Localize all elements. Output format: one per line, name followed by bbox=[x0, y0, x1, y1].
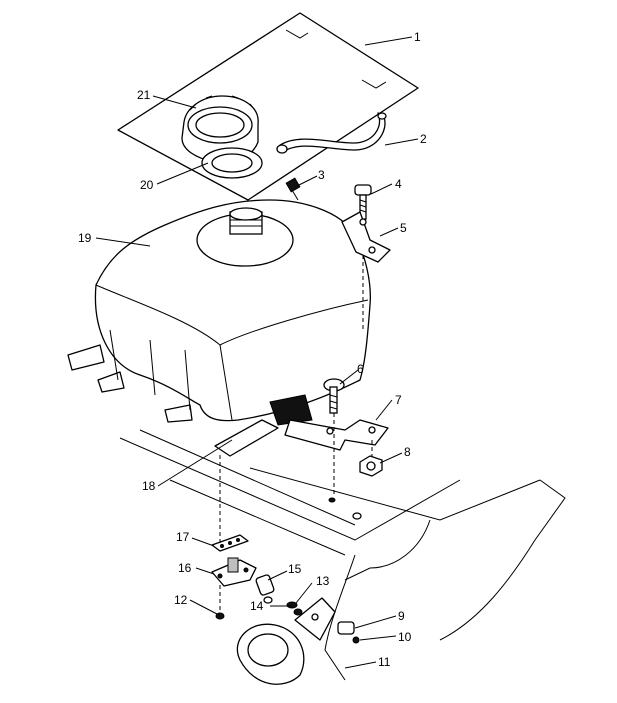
part-9-mount-bracket bbox=[294, 597, 355, 641]
intake-boot bbox=[236, 623, 305, 685]
callout-3: 3 bbox=[318, 168, 325, 182]
part-14-clamps bbox=[286, 601, 303, 616]
part-15-fuel-filter bbox=[255, 574, 275, 604]
leader-lines bbox=[95, 36, 419, 669]
callouts: 1 2 3 4 5 6 7 8 9 10 11 12 13 14 15 16 1… bbox=[78, 30, 427, 669]
callout-16: 16 bbox=[178, 561, 192, 575]
callout-7: 7 bbox=[395, 393, 402, 407]
part-3-vent-fitting bbox=[285, 177, 301, 201]
callout-18: 18 bbox=[142, 479, 156, 493]
part-7-rear-bracket bbox=[284, 419, 389, 451]
callout-1: 1 bbox=[414, 30, 421, 44]
callout-21: 21 bbox=[137, 88, 151, 102]
part-12-screw bbox=[215, 612, 225, 620]
part-5-front-bracket bbox=[341, 211, 391, 263]
callout-5: 5 bbox=[400, 221, 407, 235]
callout-11: 11 bbox=[378, 655, 391, 669]
part-20-cap-gasket bbox=[201, 147, 263, 179]
part-16-shutoff-valve bbox=[211, 557, 257, 587]
callout-4: 4 bbox=[395, 177, 402, 191]
alignment-lines bbox=[219, 255, 373, 612]
callout-2: 2 bbox=[420, 132, 427, 146]
callout-20: 20 bbox=[140, 178, 154, 192]
part-6-carriage-bolt bbox=[323, 378, 345, 414]
frame-rails bbox=[119, 429, 566, 681]
part-2-vent-hose bbox=[276, 112, 387, 154]
part-19-fuel-tank bbox=[67, 199, 371, 426]
callout-14: 14 bbox=[250, 599, 264, 613]
callout-9: 9 bbox=[398, 609, 405, 623]
part-10-screw bbox=[352, 636, 360, 644]
part-1-heat-shield-pad bbox=[117, 12, 419, 201]
part-21-fuel-cap bbox=[181, 95, 259, 164]
callout-6: 6 bbox=[357, 362, 364, 376]
part-8-nut bbox=[359, 455, 383, 477]
part-18-pad bbox=[214, 419, 279, 457]
callout-10: 10 bbox=[398, 630, 412, 644]
callout-13: 13 bbox=[316, 574, 330, 588]
callout-8: 8 bbox=[404, 445, 411, 459]
callout-17: 17 bbox=[176, 530, 190, 544]
part-17-link-plate bbox=[211, 534, 249, 552]
callout-19: 19 bbox=[78, 231, 92, 245]
callout-12: 12 bbox=[174, 593, 188, 607]
callout-15: 15 bbox=[288, 562, 302, 576]
